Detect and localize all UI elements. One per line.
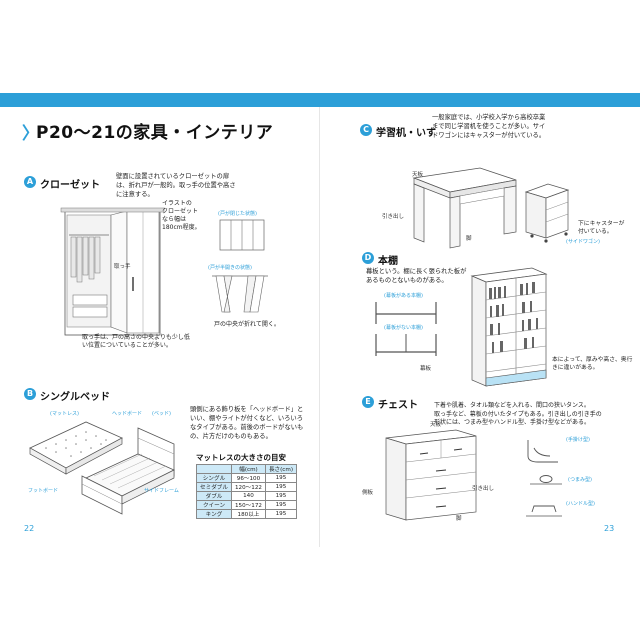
chest-foot-label: 脚: [456, 516, 462, 522]
desk-leg-label: 脚: [466, 236, 472, 242]
shelf-depth-note: 本によって、厚みや高さ、奥行 きに違いがある。: [552, 357, 633, 371]
shelf-with-kick-label: (幕板がある本棚): [384, 293, 423, 299]
side-wagon-label: (サイドワゴン): [566, 239, 600, 245]
closet-open-diagram: [212, 275, 268, 313]
chest-drawer-label: 引き出し: [472, 486, 495, 492]
section-d-badge: D: [362, 252, 374, 264]
headboard-label: ヘッドボード: [112, 411, 143, 417]
title-chevron-icon: 〉: [22, 124, 39, 144]
sideframe-label: サイドフレーム: [144, 488, 179, 494]
section-e-badge: E: [362, 396, 374, 408]
shelf-without-kick-label: (幕板がない本棚): [384, 325, 423, 331]
shelf-title: 本棚: [378, 256, 398, 267]
knob-pull-icon: [530, 475, 562, 485]
side-wagon-illustration: [524, 183, 570, 243]
page-number-left: 22: [24, 524, 35, 533]
table-row: キング 180以上 195: [196, 509, 298, 519]
chest-illustration: [385, 429, 477, 521]
bed-description: 頭側にある飾り板を「ヘッドボード」と いい、棚やライトが付くなど、いろいろ なタ…: [190, 406, 304, 440]
closet-closed-label: (戸が閉じた状態): [218, 211, 257, 217]
handle-pull-label: (ハンドル型): [566, 501, 595, 507]
section-c-badge: C: [360, 124, 372, 136]
top-color-band: [0, 93, 640, 107]
mattress-illustration: [29, 421, 123, 475]
page-title: P20～21の家具・インテリア: [36, 123, 274, 143]
table-row: クイーン 150～172 195: [196, 500, 298, 510]
bed-title: シングルベッド: [40, 392, 110, 403]
recessed-pull-label: (手掛け型): [566, 437, 590, 443]
closet-size-note: イラストの クローゼット なら幅は 180cm程度。: [162, 200, 201, 231]
shelf-with-kick-diagram: [375, 302, 437, 324]
closet-fold-note: 戸の中央が折れて開く。: [214, 321, 280, 328]
closet-handle-note: 取っ手は、戸の高さの中央よりも少し低 い位置についていることが多い。: [82, 334, 190, 349]
recessed-pull-icon: [527, 440, 558, 463]
table-row: シングル 96～100 195: [196, 473, 298, 483]
shelf-without-kick-diagram: [375, 334, 437, 356]
bed-label: (ベッド): [152, 411, 171, 417]
table-header-row: 幅(cm) 長さ(cm): [196, 464, 298, 474]
desk-illustration: [412, 167, 517, 249]
table-row: ダブル 140 195: [196, 491, 298, 501]
chest-description: 下着や肌着、タオル類などを入れる、間口の狭いタンス。 取っ手など、幕板の付いたタ…: [434, 402, 602, 426]
shelf-description: 幕板という。棚に長く張られた板が あるものとないものがある。: [366, 268, 467, 284]
chest-top-label: 天板: [430, 422, 442, 428]
closet-illustration: [60, 207, 165, 336]
page-number-right: 23: [604, 524, 615, 533]
closet-handle-label: 取っ手: [114, 264, 131, 270]
chest-side-label: 側板: [362, 490, 374, 496]
kickplate-label: 幕板: [420, 366, 432, 372]
closet-description: 壁面に設置されているクローゼットの扉 は、折れ戸が一般的。取っ手の位置や高さ に…: [116, 173, 236, 198]
closet-closed-diagram: [219, 219, 265, 251]
bed-frame-illustration: [81, 427, 175, 515]
desk-top-label: 天板: [412, 172, 424, 178]
section-b-badge: B: [24, 388, 36, 400]
closet-open-label: (戸が半開きの状態): [208, 265, 252, 271]
mattress-size-table: 幅(cm) 長さ(cm) シングル 96～100 195 セミダブル 120～1…: [196, 464, 298, 519]
knob-pull-label: (つまみ型): [568, 477, 592, 483]
footboard-label: フットボード: [28, 488, 59, 494]
mattress-label: (マットレス): [50, 411, 79, 417]
chest-title: チェスト: [378, 400, 418, 411]
closet-title: クローゼット: [40, 180, 100, 191]
mattress-table-title: マットレスの大きさの目安: [196, 453, 286, 462]
section-a-badge: A: [24, 176, 36, 188]
table-row: セミダブル 120～122 195: [196, 482, 298, 492]
desk-drawer-label: 引き出し: [382, 214, 405, 220]
desk-title: 学習机・いす: [376, 128, 436, 139]
desk-description: 一般家庭では、小学校入学から高校卒業 まで同じ学習机を使うことが多い。サイ ドワ…: [432, 114, 546, 139]
bookshelf-illustration: [470, 267, 548, 387]
page-gutter: [319, 107, 320, 547]
handle-pull-icon: [526, 505, 562, 517]
caster-note: 下にキャスターが 付いている。: [578, 221, 625, 235]
